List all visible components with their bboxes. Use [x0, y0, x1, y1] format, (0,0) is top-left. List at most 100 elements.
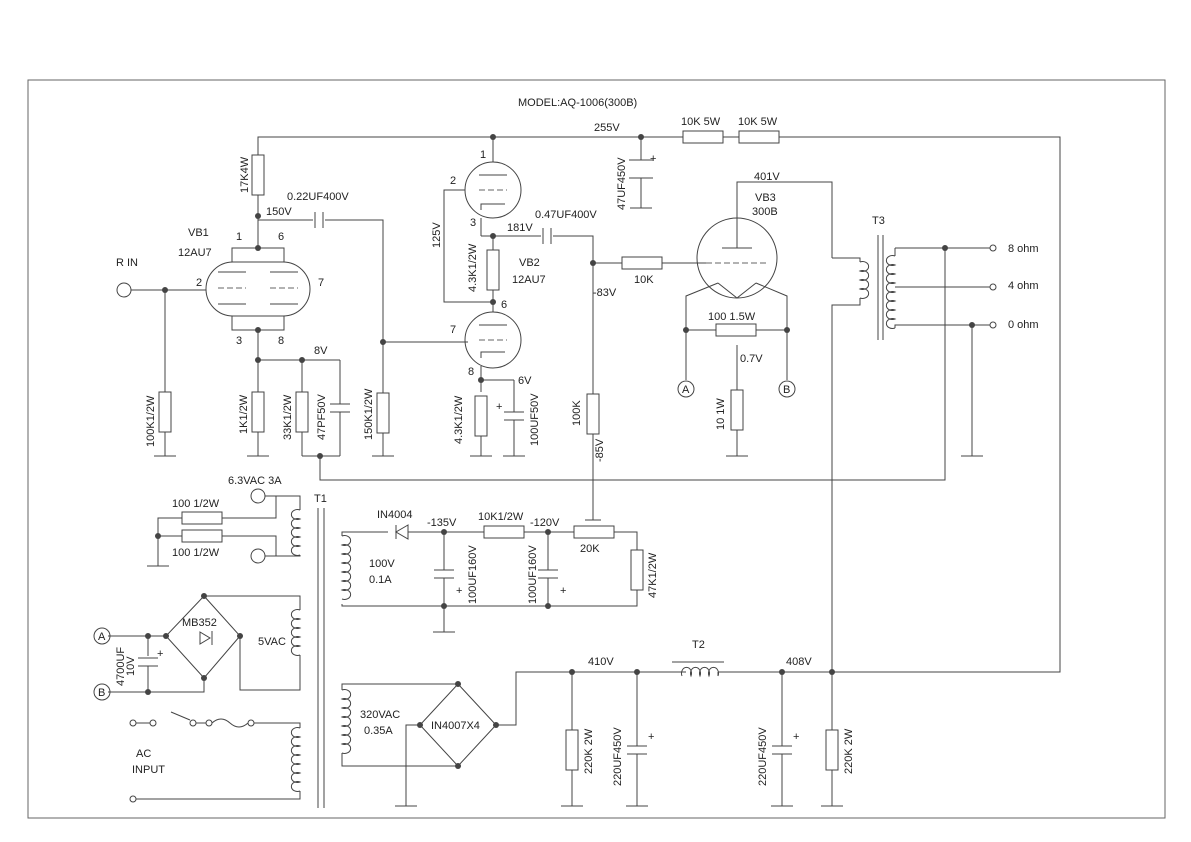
- node-a-lower: A: [93, 627, 111, 645]
- b-plus-rail: 255V: [257, 122, 1061, 673]
- tube-vb3-name: VB3: [755, 192, 776, 204]
- voltage-125v: 125V: [431, 222, 443, 248]
- resistor-100-half-a-label: 100 1/2W: [172, 498, 220, 510]
- hv-supply: 320VAC 0.35A IN4007X4 410V: [341, 656, 686, 807]
- capacitor-47pf-label: 47PF50V: [316, 393, 328, 440]
- capacitor-220uf-b-plus: +: [793, 731, 799, 743]
- capacitor-100uf50v-plus: +: [496, 401, 502, 413]
- schematic-frame: [27, 79, 1166, 819]
- voltage-255v: 255V: [594, 122, 620, 134]
- vb2-pin-7: 7: [450, 324, 456, 336]
- resistor-100-half-b-label: 100 1/2W: [172, 547, 220, 559]
- resistor-100k-input-label: 100K1/2W: [145, 395, 157, 447]
- heater-label: 6.3VAC 3A: [228, 475, 282, 487]
- resistor-10k-5w-b: 10K 5W: [738, 116, 780, 144]
- voltage-minus-135v: -135V: [427, 517, 457, 529]
- bridge-in4007-label: IN4007X4: [431, 720, 480, 732]
- vb2-pin-6: 6: [501, 299, 507, 311]
- capacitor-100uf160v-b-plus: +: [560, 585, 566, 597]
- cathode-network-vb1: 8V: [255, 345, 341, 404]
- transformer-t3: T3 8 ohm 4 ohm 0 ohm: [831, 215, 1039, 672]
- capacitor-100uf160v-a-label: 100UF160V: [467, 545, 479, 604]
- node-b-upper-label: B: [783, 384, 790, 396]
- resistor-10k-grid: 10K: [621, 256, 706, 286]
- capacitor-220uf-a-label: 220UF450V: [612, 727, 624, 786]
- vb1-pin-3: 3: [236, 335, 242, 347]
- vb1-pin-1: 1: [236, 231, 242, 243]
- vb1-pin-8: 8: [278, 335, 284, 347]
- capacitor-4700uf-voltage: 10V: [125, 656, 137, 676]
- output-4-ohm: 4 ohm: [1008, 280, 1039, 292]
- bridge-mb352-label: MB352: [182, 617, 217, 629]
- capacitor-4700uf-label: 4700UF: [115, 647, 127, 686]
- tube-vb2-type: 12AU7: [512, 274, 546, 286]
- capacitor-100uf160v-b-label: 100UF160V: [527, 545, 539, 604]
- voltage-minus-120v: -120V: [530, 517, 560, 529]
- node-b-upper: B: [778, 380, 796, 398]
- vb2-pin-1: 1: [480, 149, 486, 161]
- resistor-10-1w: 10 1W: [715, 389, 748, 457]
- vb1-pin-7: 7: [318, 277, 324, 289]
- resistor-10k-5w-b-label: 10K 5W: [738, 116, 778, 128]
- coupling-capacitor-047uf: 0.47UF400V -83V: [535, 209, 622, 394]
- vb2-pin-3: 3: [470, 217, 476, 229]
- resistor-1k-label: 1K1/2W: [238, 394, 250, 434]
- capacitor-47uf450v: + 47UF450V: [616, 153, 656, 210]
- ac-input: AC INPUT: [129, 711, 301, 803]
- voltage-410v: 410V: [588, 656, 614, 668]
- resistor-220k-a: 220K 2W: [561, 672, 595, 807]
- transformer-t1-label: T1: [314, 493, 327, 505]
- output-8-ohm: 8 ohm: [1008, 243, 1039, 255]
- resistor-1k: 1K1/2W: [238, 391, 269, 457]
- ac-input-line2: INPUT: [132, 764, 165, 776]
- input-label: R IN: [116, 257, 138, 269]
- transformer-t3-label: T3: [872, 215, 885, 227]
- resistor-43k-a: 4.3K1/2W: [467, 243, 500, 312]
- resistor-33k-label: 33K1/2W: [282, 394, 294, 440]
- voltage-6v: 6V: [518, 375, 532, 387]
- resistor-17k4w-label: 17K4W: [239, 156, 251, 193]
- capacitor-100uf50v-label: 100UF50V: [529, 393, 541, 446]
- tube-vb1-name: VB1: [188, 227, 209, 239]
- ac-input-line1: AC: [136, 748, 151, 760]
- node-a-lower-label: A: [98, 631, 106, 643]
- filament-supply-5vac: 5VAC MB352 + 4700UF 10V: [108, 593, 301, 695]
- vb1-pin-6: 6: [278, 231, 284, 243]
- winding-5vac-label: 5VAC: [258, 636, 286, 648]
- resistor-100k-bias-label: 100K: [571, 400, 583, 426]
- tube-vb3: VB3 300B 401V: [685, 171, 833, 330]
- diode-in4004-label: IN4004: [377, 509, 412, 521]
- tube-vb2-upper: 1 2 3 125V 181V: [431, 149, 541, 303]
- capacitor-47pf: 47PF50V: [302, 393, 350, 457]
- winding-035a: 0.35A: [364, 725, 393, 737]
- vb1-pin-2: 2: [196, 277, 202, 289]
- tube-vb3-type: 300B: [752, 206, 778, 218]
- node-a-upper: A: [677, 380, 695, 398]
- resistor-43k-b-label: 4.3K1/2W: [453, 395, 465, 444]
- voltage-minus-85v: -85V: [594, 438, 606, 462]
- capacitor-100uf160v-a-plus: +: [456, 585, 462, 597]
- resistor-10k-grid-label: 10K: [634, 274, 654, 286]
- transformer-t1: T1: [290, 493, 352, 808]
- resistor-20k-label: 20K: [580, 543, 600, 555]
- capacitor-47uf450v-plus: +: [650, 153, 656, 165]
- vb2-pin-8: 8: [468, 366, 474, 378]
- resistor-100k-bias: 100K -85V: [571, 393, 606, 521]
- node-b-lower-label: B: [98, 687, 105, 699]
- tube-vb2-lower: 6 7 8 6V: [450, 299, 532, 392]
- transformer-t2-label: T2: [692, 639, 705, 651]
- resistor-10k-5w-a-label: 10K 5W: [681, 116, 721, 128]
- output-0-ohm: 0 ohm: [1008, 319, 1039, 331]
- winding-100v: 100V: [369, 558, 395, 570]
- winding-01a: 0.1A: [369, 574, 392, 586]
- capacitor-220uf-a-plus: +: [648, 731, 654, 743]
- capacitor-220uf-b-label: 220UF450V: [757, 727, 769, 786]
- resistor-150k-label: 150K1/2W: [363, 388, 375, 440]
- capacitor-4700uf-plus: +: [157, 648, 163, 660]
- resistor-43k-a-label: 4.3K1/2W: [467, 243, 479, 292]
- coupling-wire-a: 150V 0.22UF400V: [258, 191, 384, 393]
- voltage-07v: 0.7V: [740, 353, 763, 365]
- tube-vb1-type: 12AU7: [178, 247, 212, 259]
- feedback-loop: [317, 248, 946, 481]
